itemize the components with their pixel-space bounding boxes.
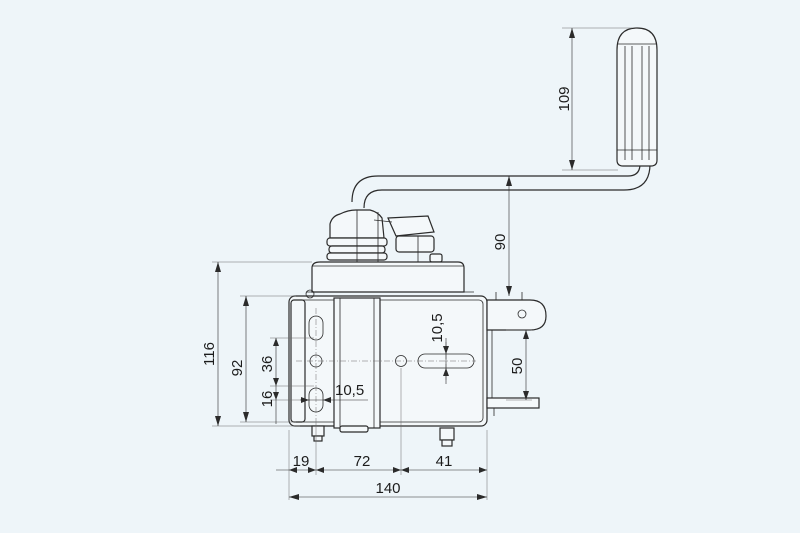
dim-slot-width-right: 10,5	[429, 313, 446, 342]
dim-handle-height: 109	[556, 86, 573, 111]
dim-slot-width-left: 10,5	[335, 382, 364, 399]
dim-hole-spacing: 36	[259, 356, 276, 373]
dim-offset-right: 41	[436, 453, 453, 470]
dim-offset-left: 19	[293, 453, 310, 470]
dim-offset-mid: 72	[354, 453, 371, 470]
dim-overall-height: 116	[201, 342, 218, 366]
extension-lines	[212, 27, 632, 500]
handle-grip	[616, 27, 658, 167]
winch-body	[288, 289, 488, 447]
side-bracket	[486, 292, 547, 416]
housing-top	[306, 261, 474, 293]
top-hub	[326, 209, 388, 266]
dim-plate-height: 92	[229, 360, 246, 377]
crank-handle	[351, 27, 658, 209]
dim-handle-reach: 90	[492, 234, 509, 251]
dim-hole-offset: 16	[259, 391, 276, 408]
dim-overall-width: 140	[375, 480, 400, 497]
dimension-lines	[215, 28, 575, 500]
dim-bracket-spacing: 50	[509, 358, 526, 375]
dimension-labels: 109 90 116 92 36 16 10,5 10,5 50 19 72 4…	[201, 86, 573, 497]
pawl-lever	[373, 215, 443, 263]
